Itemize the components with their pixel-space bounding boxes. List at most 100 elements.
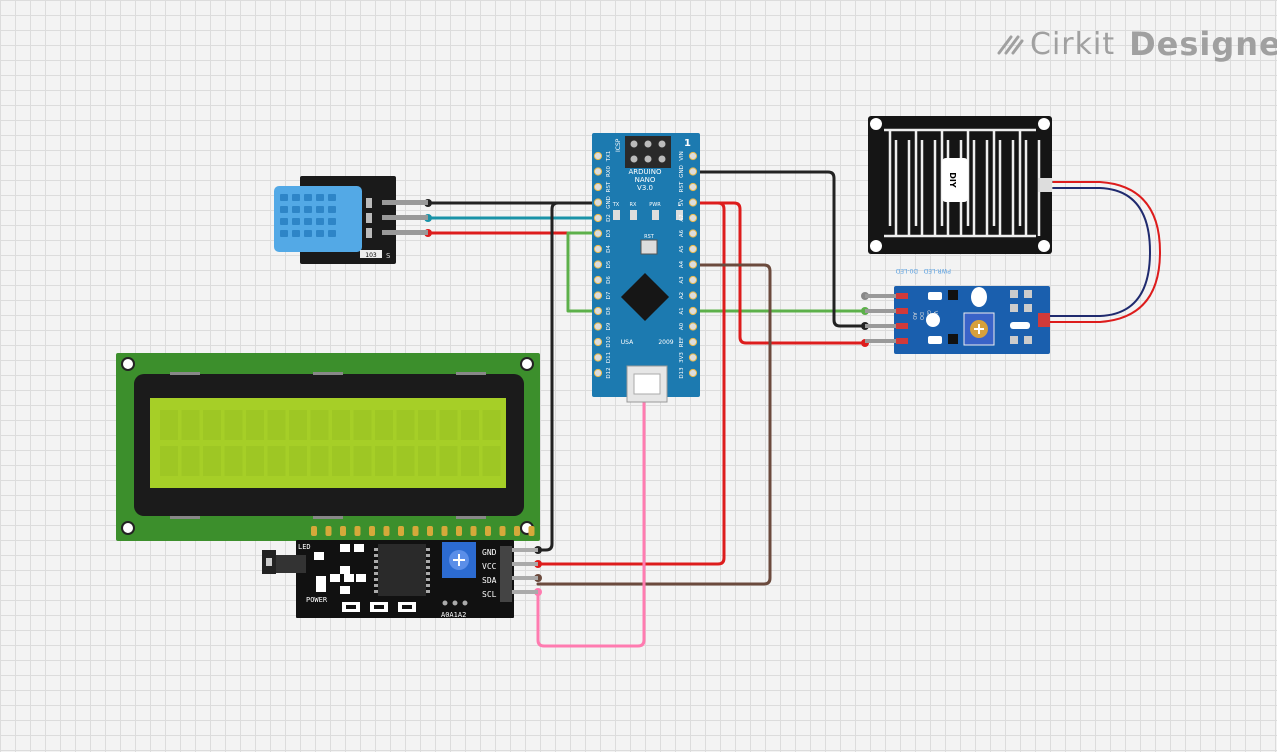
nano-pin-d6[interactable] bbox=[593, 275, 603, 285]
footer-left: USA bbox=[621, 339, 634, 346]
nano-pin-label: D11 bbox=[606, 352, 612, 363]
nano-pin-a2[interactable] bbox=[688, 291, 698, 300]
pwr-led bbox=[928, 336, 942, 344]
nano-pin-ref[interactable] bbox=[688, 337, 698, 347]
rain-sensor-module[interactable]: AO DO GND VCC D0-LED PWR-LED bbox=[865, 267, 1050, 354]
nano-pin-a7[interactable] bbox=[688, 213, 698, 223]
dht-part-label: 103 bbox=[365, 252, 377, 259]
i2c-pin-vcc: VCC bbox=[482, 562, 497, 571]
led-tx-label: TX bbox=[612, 202, 620, 208]
nano-pin-tx1[interactable] bbox=[593, 151, 603, 161]
reset-button[interactable] bbox=[640, 239, 658, 255]
nano-pin-label: RST bbox=[606, 181, 612, 192]
nano-pin-d9[interactable] bbox=[593, 322, 603, 331]
led-l-label: L bbox=[678, 202, 681, 208]
dht-pin-mark: S bbox=[386, 252, 391, 260]
nano-pin-label: 5V bbox=[679, 199, 685, 206]
nano-pin-rx0[interactable] bbox=[593, 167, 603, 176]
nano-pin-gnd[interactable] bbox=[593, 198, 603, 207]
led-pwr-label: PWR bbox=[649, 202, 661, 208]
nano-pin-vin[interactable] bbox=[688, 151, 698, 161]
nano-pin-d2[interactable] bbox=[593, 213, 603, 223]
brand-product: Designer bbox=[1129, 25, 1277, 63]
nano-pin-rst[interactable] bbox=[593, 182, 603, 192]
nano-pin-label: A0 bbox=[679, 322, 685, 330]
nano-pin-a0[interactable] bbox=[688, 322, 698, 331]
wire-lcd-vcc[interactable] bbox=[536, 201, 726, 566]
rain-sensor-plate[interactable]: DIY bbox=[868, 116, 1052, 254]
nano-pin-label: D13 bbox=[679, 367, 685, 379]
nano-pin-d13[interactable] bbox=[688, 368, 698, 378]
nano-pin-label: D3 bbox=[606, 229, 612, 237]
wire-rain-ao[interactable] bbox=[566, 231, 867, 313]
nano-pin-d11[interactable] bbox=[593, 353, 603, 362]
cirkit-logo-icon bbox=[997, 35, 1024, 55]
lcd-pin-header bbox=[311, 526, 535, 536]
nano-pin-a4[interactable] bbox=[688, 260, 698, 269]
pcf8574-chip bbox=[378, 544, 426, 596]
nano-pin-a3[interactable] bbox=[688, 275, 698, 285]
nano-pin-label: VIN bbox=[679, 151, 685, 161]
nano-pin-label: D8 bbox=[606, 307, 612, 315]
nano-pin-label: D12 bbox=[606, 367, 612, 378]
nano-pin-d10[interactable] bbox=[593, 337, 603, 347]
reset-label: RST bbox=[644, 234, 655, 240]
nano-pin-label: D9 bbox=[606, 322, 612, 330]
nano-pin-d5[interactable] bbox=[593, 260, 603, 269]
arduino-nano[interactable]: ICSP 1 ARDUINO NANO V3.0 TX RX PWR L RST… bbox=[592, 133, 700, 403]
i2c-pin-sda: SDA bbox=[482, 576, 497, 585]
nano-pin-label: D6 bbox=[606, 276, 612, 284]
nano-pin-label: D7 bbox=[606, 291, 612, 299]
board-name-line-1: ARDUINO bbox=[629, 168, 662, 176]
do-led-label: D0-LED bbox=[895, 267, 918, 274]
nano-pin-label: A2 bbox=[679, 292, 685, 299]
wire-plate-plus[interactable] bbox=[1039, 181, 1161, 323]
corner-mark: 1 bbox=[684, 138, 691, 149]
nano-pin-d7[interactable] bbox=[593, 291, 603, 300]
wire-lcd-gnd[interactable] bbox=[536, 201, 600, 552]
address-pins-label: A0A1A2 bbox=[441, 611, 466, 619]
nano-pin-a1[interactable] bbox=[688, 306, 698, 316]
lcd-character-grid bbox=[160, 410, 501, 476]
nano-pin-label: A4 bbox=[679, 260, 685, 268]
nano-pin-d8[interactable] bbox=[593, 306, 603, 316]
nano-pin-label: D2 bbox=[606, 214, 612, 222]
wire-plate-minus[interactable] bbox=[1039, 187, 1151, 317]
nano-pin-label: D5 bbox=[606, 260, 612, 268]
d0-led bbox=[928, 292, 942, 300]
nano-pin-3v3[interactable] bbox=[688, 353, 698, 362]
nano-pin-headers: TX1RX0RSTGNDD2D3D4D5D6D7D8D9D10D11D12VIN… bbox=[593, 151, 698, 379]
wire-rain-vcc[interactable] bbox=[691, 201, 867, 345]
nano-pin-label: D10 bbox=[606, 336, 612, 348]
module-mount-hole bbox=[926, 313, 940, 327]
icsp-label: ICSP bbox=[615, 138, 622, 152]
i2c-pin-scl: SCL bbox=[482, 590, 497, 599]
nano-pin-label: 3V3 bbox=[679, 352, 685, 363]
nano-pin-5v[interactable] bbox=[688, 198, 698, 207]
nano-pin-rst[interactable] bbox=[688, 182, 698, 192]
nano-pin-d3[interactable] bbox=[593, 229, 603, 238]
wire-rain-gnd[interactable] bbox=[691, 170, 867, 328]
wire-lcd-sda[interactable] bbox=[536, 263, 772, 586]
nano-pin-a5[interactable] bbox=[688, 244, 698, 254]
lcd-16x2[interactable] bbox=[116, 353, 540, 541]
nano-pin-label: D4 bbox=[606, 245, 612, 253]
led-label: LED bbox=[298, 543, 311, 551]
nano-pin-label: GND bbox=[606, 196, 612, 209]
power-led bbox=[316, 576, 326, 592]
nano-pin-label: RX0 bbox=[606, 165, 612, 177]
nano-pin-d12[interactable] bbox=[593, 368, 603, 378]
nano-pin-gnd[interactable] bbox=[688, 167, 698, 176]
footer-right: 2009 bbox=[658, 339, 673, 346]
dht11-sensor[interactable]: 103 S bbox=[274, 176, 428, 264]
brand-name: Cirkit bbox=[1030, 26, 1116, 62]
i2c-backpack[interactable]: LED POWER A0A1A2 GND VCC SDA SCL bbox=[262, 540, 538, 619]
module-pin-ao: AO bbox=[911, 312, 917, 319]
nano-pin-label: A1 bbox=[679, 307, 685, 314]
diyables-logo bbox=[942, 158, 968, 202]
nano-pin-d4[interactable] bbox=[593, 244, 603, 254]
power-label: POWER bbox=[306, 596, 328, 604]
nano-pin-label: A3 bbox=[679, 276, 685, 284]
nano-pin-a6[interactable] bbox=[688, 229, 698, 238]
